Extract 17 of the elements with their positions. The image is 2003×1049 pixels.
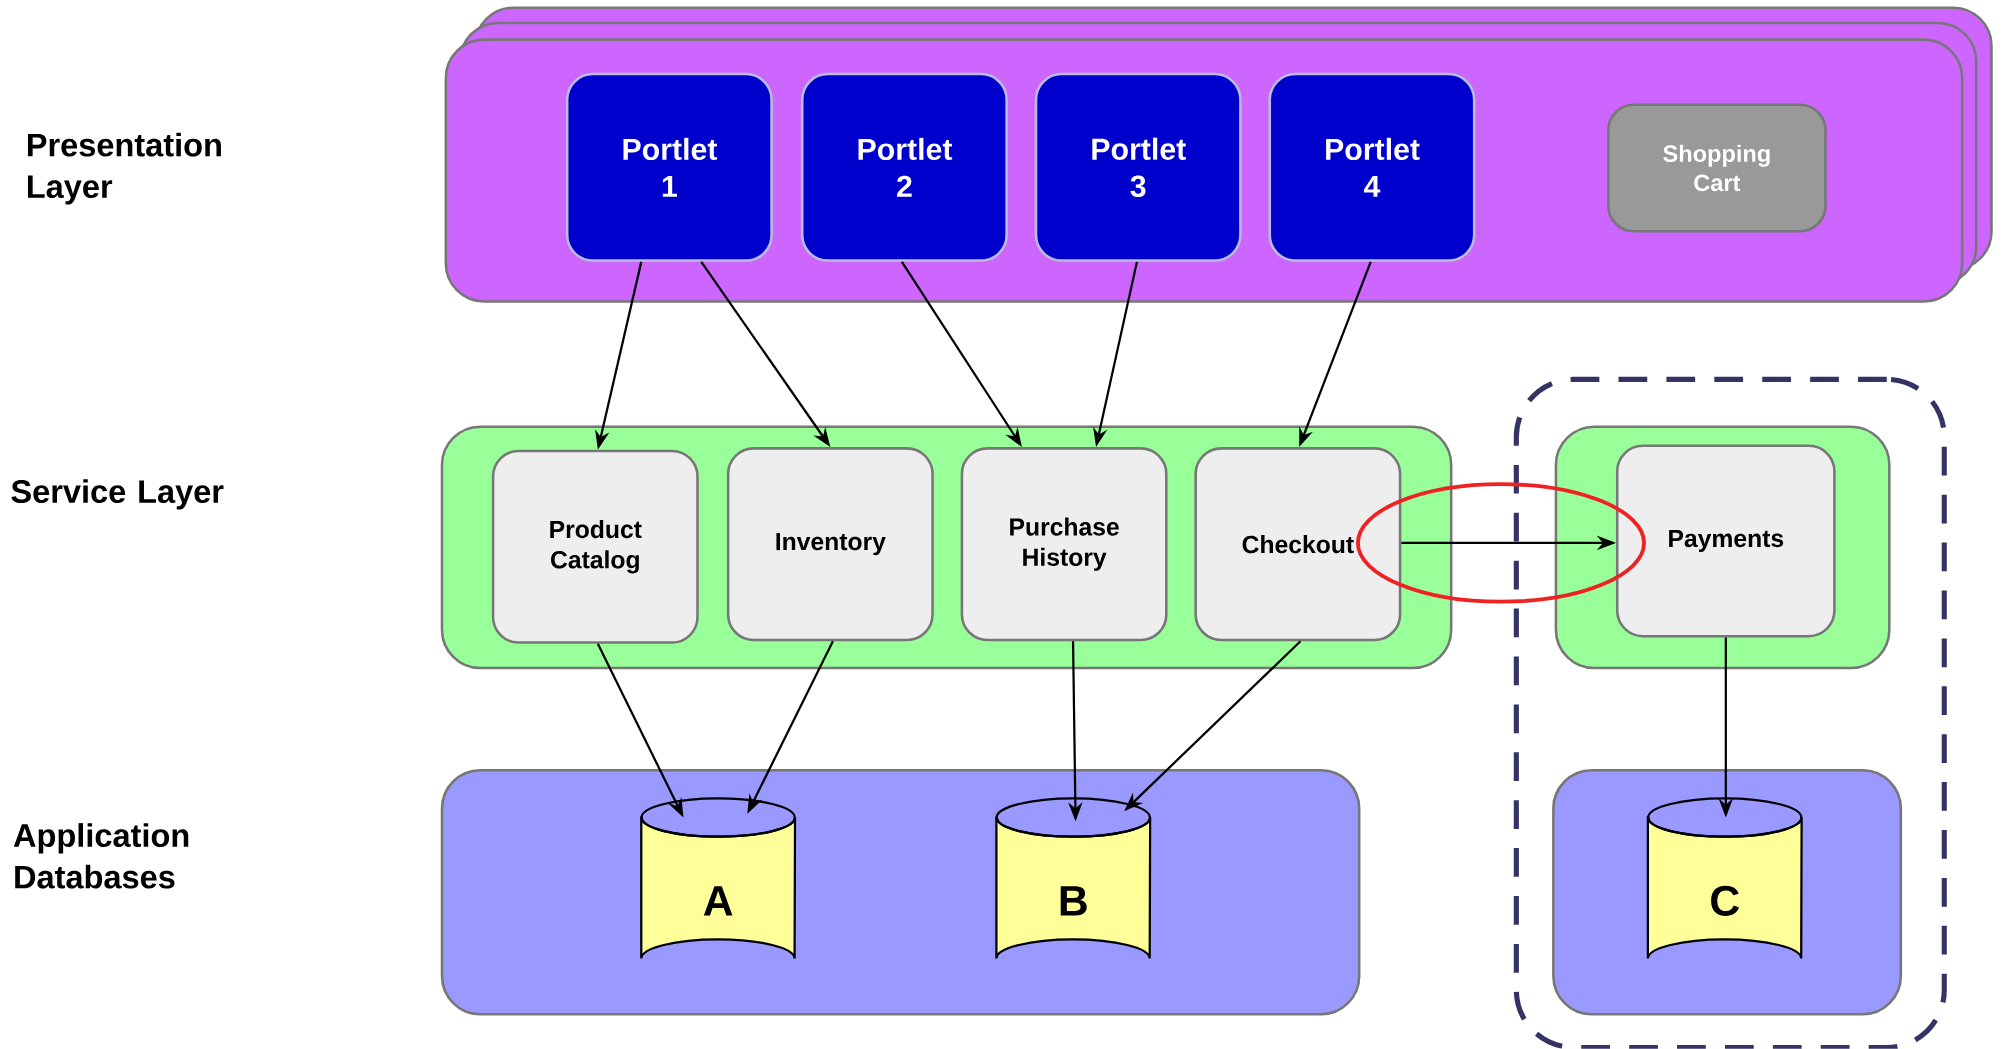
service-box: Payments <box>1615 444 1836 638</box>
database-cylinder: B <box>995 797 1152 960</box>
cart-box: Shopping Cart <box>1607 103 1827 233</box>
layer-label: Service Layer <box>11 479 224 510</box>
service-box: Inventory <box>726 447 934 642</box>
service-box: Product Catalog <box>491 449 699 644</box>
database-cylinder: A <box>640 797 797 960</box>
portlet-box: Portlet 4 <box>1268 72 1476 262</box>
portlet-box: Portlet 2 <box>800 72 1008 262</box>
portlet-box: Portlet 3 <box>1034 72 1242 262</box>
service-box: Checkout <box>1194 447 1402 642</box>
layer-label: Presentation Layer <box>27 132 221 205</box>
dashed-region <box>1513 376 1947 1049</box>
portlet-box: Portlet 1 <box>565 72 773 262</box>
service-box: Purchase History <box>960 447 1168 642</box>
database-cylinder: C <box>1646 797 1803 960</box>
layer-label: Application Databases <box>13 823 189 889</box>
